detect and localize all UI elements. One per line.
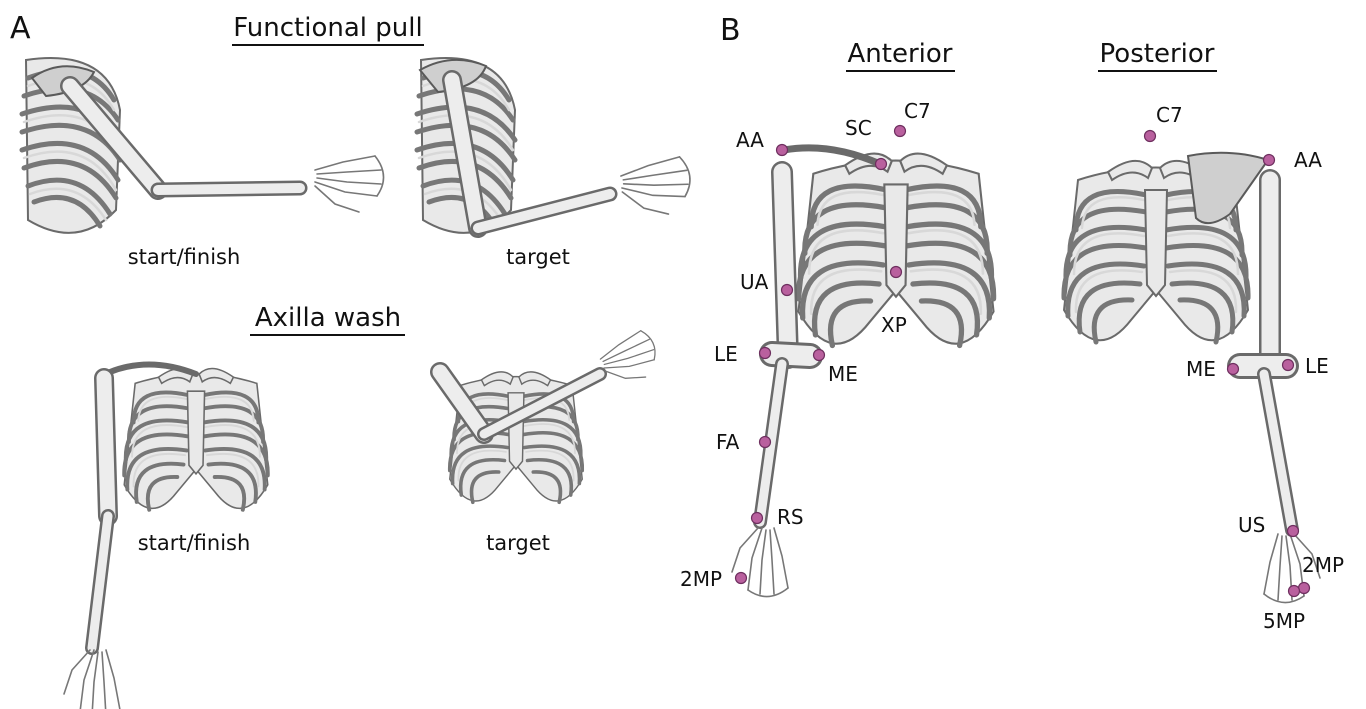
label-xp: XP: [881, 313, 907, 337]
marker-le-anterior: [760, 348, 771, 359]
marker-sc: [876, 159, 887, 170]
marker-xp: [891, 267, 902, 278]
axilla-wash-target-figure: [440, 328, 664, 502]
posterior-title: Posterior: [1100, 39, 1215, 69]
marker-us: [1288, 526, 1299, 537]
marker-ua: [782, 285, 793, 296]
marker-c7-posterior: [1145, 131, 1156, 142]
axilla-wash-target-caption: target: [486, 531, 550, 555]
marker-aa-posterior: [1264, 155, 1275, 166]
label-c7-anterior: C7: [904, 99, 931, 123]
label-aa-anterior: AA: [736, 128, 764, 152]
marker-me-posterior: [1228, 364, 1239, 375]
marker-me-anterior: [814, 350, 825, 361]
label-me-posterior: ME: [1186, 357, 1216, 381]
functional-pull-target-caption: target: [506, 245, 570, 269]
label-le-posterior: LE: [1305, 354, 1329, 378]
marker-aa-anterior: [777, 145, 788, 156]
marker-fa: [760, 437, 771, 448]
marker-rs: [752, 513, 763, 524]
scapula-illustration: [1188, 153, 1268, 223]
panel-a-label: A: [10, 11, 31, 46]
label-fa: FA: [716, 430, 740, 454]
functional-pull-start-figure: [22, 58, 384, 233]
anterior-title: Anterior: [848, 39, 953, 69]
marker-5mp: [1289, 586, 1300, 597]
label-sc: SC: [845, 116, 872, 140]
label-rs: RS: [777, 505, 804, 529]
functional-pull-start-caption: start/finish: [128, 245, 241, 269]
functional-pull-title: Functional pull: [233, 13, 422, 43]
functional-pull-target-figure: [417, 58, 693, 233]
panel-b-label: B: [720, 13, 741, 48]
label-aa-posterior: AA: [1294, 148, 1322, 172]
marker-le-posterior: [1283, 360, 1294, 371]
axilla-wash-title: Axilla wash: [255, 303, 401, 333]
label-ua: UA: [740, 270, 769, 294]
label-c7-posterior: C7: [1156, 103, 1183, 127]
marker-2mp-posterior: [1299, 583, 1310, 594]
label-me-anterior: ME: [828, 362, 858, 386]
anterior-skeleton: [732, 148, 994, 597]
label-le-anterior: LE: [714, 342, 738, 366]
marker-2mp-anterior: [736, 573, 747, 584]
marker-c7-anterior: [895, 126, 906, 137]
label-5mp: 5MP: [1263, 609, 1305, 633]
label-2mp-anterior: 2MP: [680, 567, 722, 591]
label-us: US: [1238, 513, 1265, 537]
axilla-wash-start-caption: start/finish: [138, 531, 251, 555]
label-2mp-posterior: 2MP: [1302, 553, 1344, 577]
